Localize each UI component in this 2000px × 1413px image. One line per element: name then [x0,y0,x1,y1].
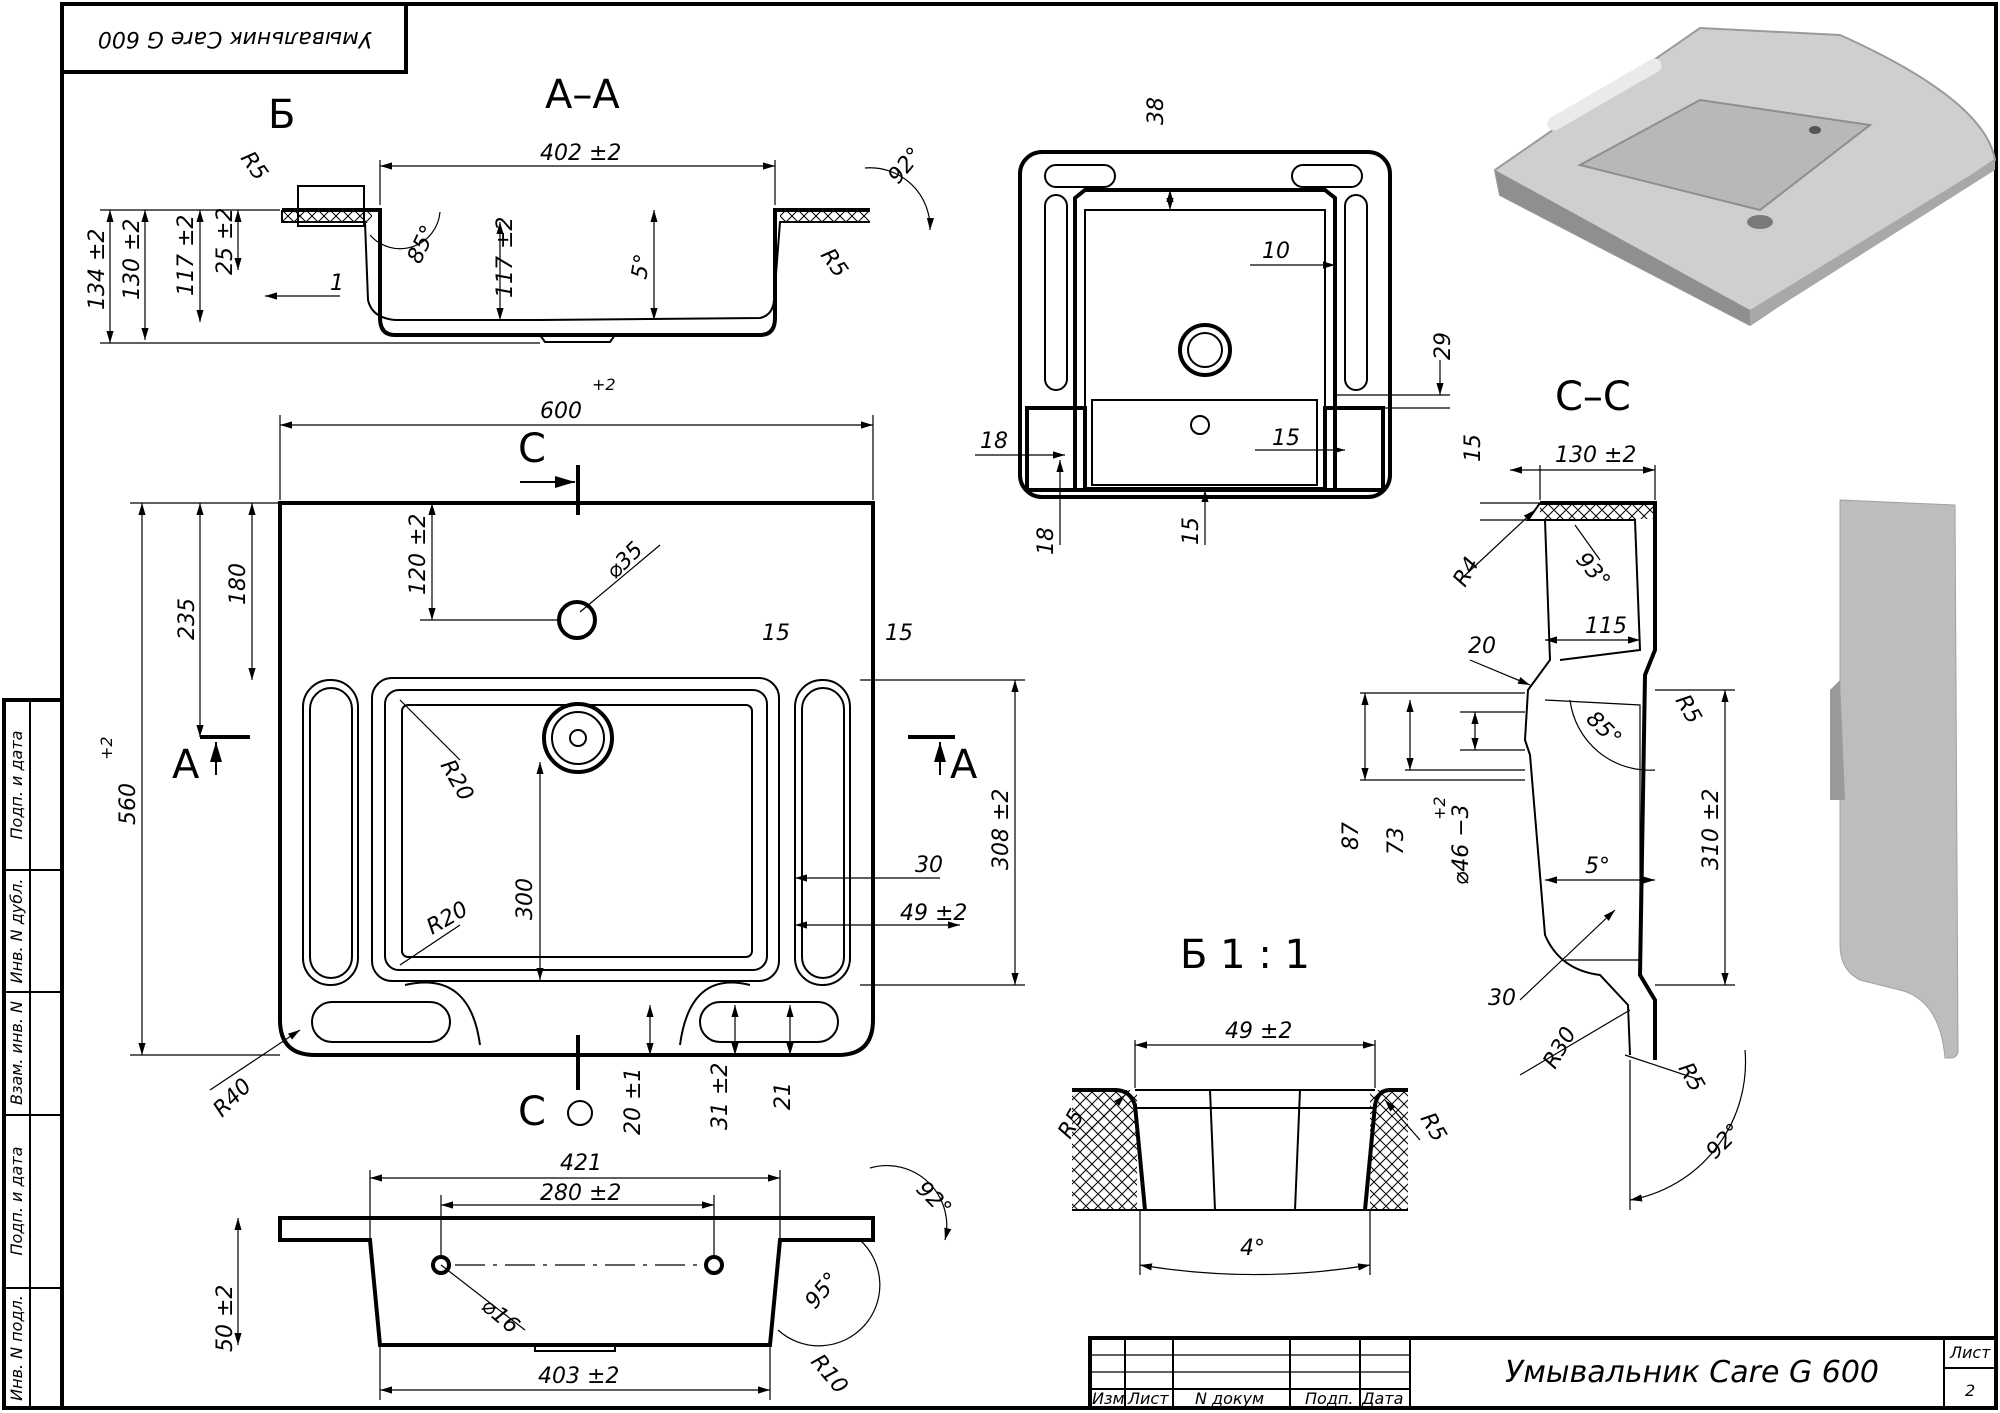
cc-d46-tol: +2 [1430,796,1449,820]
cc-d46-label: ⌀46 −3 [1449,804,1474,885]
tb-list: Лист [1127,1389,1169,1408]
render-side-image [1830,499,1959,1059]
cc-r4-label: R4 [1449,553,1485,591]
cc-d310-label: 310 ±2 [1699,789,1724,870]
section-aa-view: А–А Б [100,72,935,344]
bottom-d280-label: 280 ±2 [540,1181,621,1206]
aa-width-label: 402 ±2 [540,141,621,166]
detail-b-r5b-label: R5 [1415,1109,1451,1147]
plan-d120-label: 120 ±2 [406,514,431,595]
top-d38-label: 38 [1144,97,1169,125]
aa-r5a-label: R5 [235,147,272,185]
strip-label-4: Подп. и дата [7,1147,26,1256]
plan-d180-label: 180 [226,563,251,605]
strip-label-5: Инв. N подл. [7,1295,26,1401]
left-strip [2,698,64,1410]
marker-a-left: А [172,742,200,788]
aa-r5b-label: R5 [815,244,852,282]
detail-b-view: Б 1 : 1 [1072,932,1421,1276]
marker-c-bottom: С [518,1089,546,1135]
tb-data: Дата [1361,1389,1403,1408]
marker-a-right: А [950,742,978,788]
aa-h25-label: 25 ±2 [213,208,238,275]
section-cc-title: С–С [1555,374,1631,420]
cc-r5b-label: R5 [1673,1059,1709,1097]
plan-r20a-label: R20 [435,756,478,806]
cc-r30-label: R30 [1539,1023,1582,1073]
cc-d15-label: 15 [1461,434,1486,462]
strip-label-1: Подп. и дата [7,731,26,840]
aa-one-label: 1 [330,271,344,296]
aa-h117-label: 117 ±2 [174,215,199,296]
cc-ang5-label: 5° [1585,854,1610,879]
bottom-ang95-label: 95° [800,1268,844,1314]
tb-name: Умывальник Care G 600 [1505,1355,1879,1390]
section-b-marker: Б [268,92,295,138]
plan-d308-label: 308 ±2 [989,789,1014,870]
bottom-hole-label: ⌀16 [476,1293,524,1339]
bottom-r10-label: R10 [805,1350,852,1399]
bottom-d50-label: 50 ±2 [213,1285,238,1352]
bottom-d403-label: 403 ±2 [538,1364,619,1389]
top-d18a-label: 18 [980,429,1008,454]
aa-ang85-label: 85° [403,222,442,268]
tb-izm: Изм [1092,1389,1125,1408]
plan-d49-label: 49 ±2 [900,901,967,926]
stamp-text: Умывальник Care G 600 [98,26,372,51]
top-d29-label: 29 [1431,332,1456,360]
marker-c-top: С [518,426,546,472]
cc-ang93-label: 93° [1570,548,1614,594]
cc-d115-label: 115 [1585,614,1627,639]
plan-r40-label: R40 [209,1074,257,1122]
tb-podp: Подп. [1305,1389,1353,1408]
cc-d130-label: 130 ±2 [1555,443,1636,468]
title-block [1088,1336,1998,1410]
bottom-ang92-label: 92° [911,1177,956,1222]
cc-r5a-label: R5 [1670,691,1706,729]
cc-d20-label: 20 [1468,634,1496,659]
top-d15b-label: 15 [1272,426,1300,451]
plan-d235-label: 235 [175,598,200,640]
tb-ndoc: N докум [1195,1389,1264,1408]
aa-h134-label: 134 ±2 [85,229,110,310]
plan-d15a-label: 15 [762,621,790,646]
plan-width-label: 600 [540,399,582,424]
tb-sheet-label: Лист [1949,1343,1991,1362]
cc-ang85-label: 85° [1581,707,1626,752]
top-d18b-label: 18 [1034,527,1059,555]
plan-d300-label: 300 [513,878,538,920]
top-view [975,150,1450,545]
top-d15a-label: 15 [1179,517,1204,545]
aa-ang5-label: 5° [627,252,656,281]
top-d10-label: 10 [1262,239,1290,264]
detail-b-ang4-label: 4° [1240,1236,1265,1261]
plan-d20-label: 20 ±1 [621,1068,646,1135]
tb-sheet-no: 2 [1965,1381,1975,1400]
aa-ang92-label: 92° [883,143,927,189]
bottom-d421-label: 421 [560,1151,602,1176]
plan-hole-label: ⌀35 [602,537,649,584]
detail-b-title: Б 1 : 1 [1180,932,1310,978]
section-cc-view: С–С [1360,374,1747,1210]
section-aa-title: А–А [545,72,620,118]
plan-width-tol: +2 [592,375,616,394]
plan-d31-label: 31 ±2 [708,1063,733,1130]
strip-label-2: Инв. N дубл. [7,879,26,984]
plan-d21-label: 21 [771,1082,796,1110]
plan-d30-label: 30 [915,853,943,878]
plan-height-tol: +2 [97,736,116,760]
detail-b-d49-label: 49 ±2 [1225,1019,1292,1044]
bottom-view [234,1165,952,1400]
plan-height-label: 560 [116,783,141,825]
aa-h130-label: 130 ±2 [120,219,145,300]
cc-d87-label: 87 [1339,822,1364,850]
strip-label-3: Взам. инв. N [7,1001,26,1105]
render-3d-image [1493,26,1997,327]
plan-d15b-label: 15 [885,621,913,646]
cc-d30-label: 30 [1488,986,1516,1011]
plan-view [130,415,1025,1126]
cc-d73-label: 73 [1384,827,1409,855]
aa-inner117-label: 117 ±2 [493,217,518,298]
